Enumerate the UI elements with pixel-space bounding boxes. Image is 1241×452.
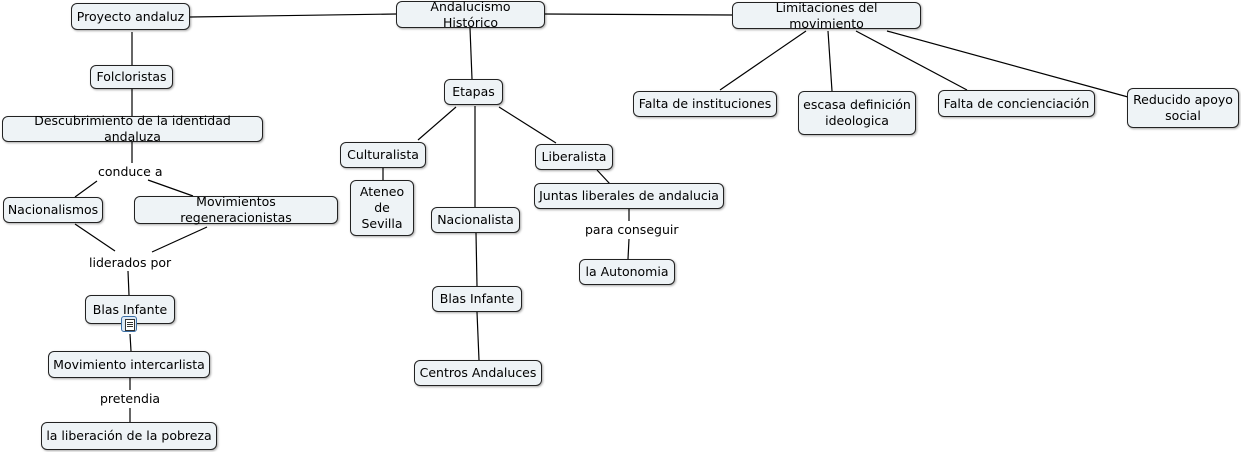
node-liberacion-pobreza[interactable]: la liberación de la pobreza: [41, 422, 217, 450]
node-culturalista[interactable]: Culturalista: [340, 142, 426, 168]
node-movimiento-intercarlista[interactable]: Movimiento intercarlista: [48, 351, 210, 378]
node-nacionalista[interactable]: Nacionalista: [431, 207, 520, 233]
node-juntas-liberales[interactable]: Juntas liberales de andalucia: [534, 183, 724, 209]
link-label-conduce-a: conduce a: [97, 164, 164, 179]
node-liberalista[interactable]: Liberalista: [535, 144, 613, 170]
node-descubrimiento-identidad[interactable]: Descubrimiento de la identidad andaluza: [2, 113, 263, 144]
node-falta-concienciacion[interactable]: Falta de concienciación: [938, 90, 1095, 117]
node-folcloristas[interactable]: Folcloristas: [90, 65, 173, 89]
node-blas-infante-etapa[interactable]: Blas Infante: [432, 286, 522, 312]
node-ateneo-de-sevilla[interactable]: Ateneo de Sevilla: [350, 180, 414, 236]
node-centros-andaluces[interactable]: Centros Andaluces: [414, 360, 542, 386]
document-icon[interactable]: [121, 316, 137, 332]
node-etapas[interactable]: Etapas: [444, 79, 503, 105]
link-label-para-conseguir: para conseguir: [584, 222, 680, 237]
node-andalucismo-historico[interactable]: Andalucismo Histórico: [396, 0, 545, 30]
node-proyecto-andaluz[interactable]: Proyecto andaluz: [71, 3, 190, 30]
node-la-autonomia[interactable]: la Autonomia: [579, 259, 675, 285]
node-escasa-definicion[interactable]: escasa definición ideologica: [798, 91, 916, 135]
node-nacionalismos[interactable]: Nacionalismos: [3, 197, 103, 223]
node-falta-instituciones[interactable]: Falta de instituciones: [633, 91, 777, 117]
link-label-liderados-por: liderados por: [88, 255, 173, 270]
node-reducido-apoyo-social[interactable]: Reducido apoyo social: [1127, 88, 1239, 128]
node-limitaciones-movimiento[interactable]: Limitaciones del movimiento: [732, 0, 921, 31]
node-movimientos-regeneracionistas[interactable]: Movimientos regeneracionistas: [134, 194, 338, 225]
link-label-pretendia: pretendia: [99, 391, 162, 406]
